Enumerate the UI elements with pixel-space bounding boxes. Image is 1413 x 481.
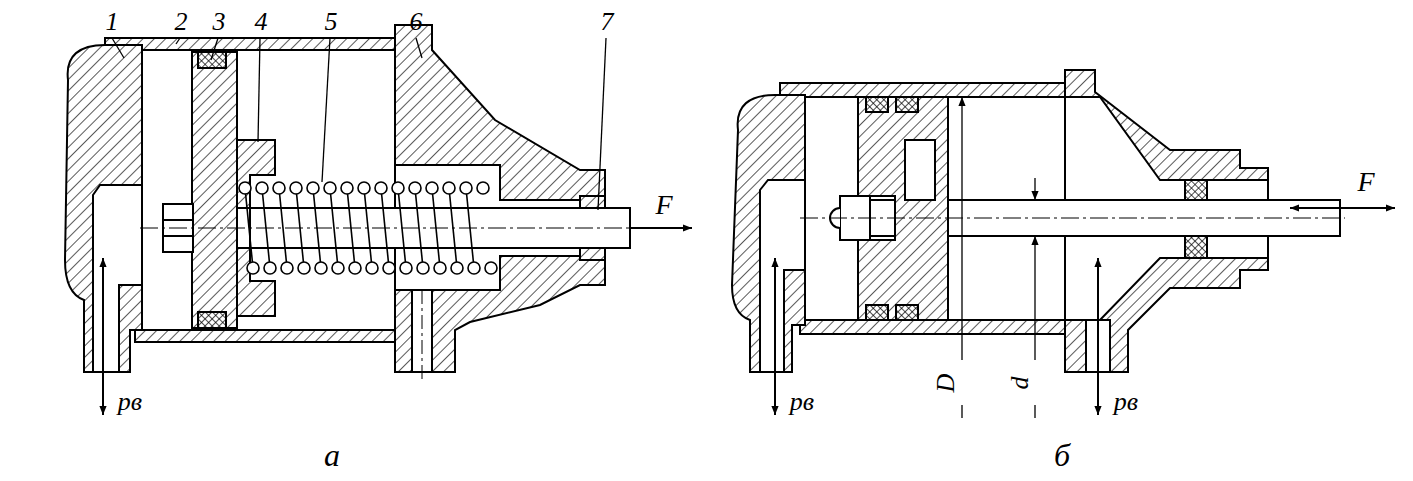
axis-line <box>800 218 1345 219</box>
spring-coil <box>400 262 412 274</box>
spring-coil <box>324 182 336 194</box>
barrel-wall <box>105 38 405 50</box>
seal <box>896 305 918 320</box>
spring-coil <box>383 262 395 274</box>
callout-number: 3 <box>211 9 228 35</box>
spring-coil <box>315 262 327 274</box>
piston <box>192 52 237 328</box>
seal <box>866 305 888 320</box>
spring-coil <box>332 262 344 274</box>
spring-coil <box>426 182 438 194</box>
pressure-label: pв <box>788 389 816 415</box>
spring-coil <box>358 182 370 194</box>
leader-lines <box>112 38 606 210</box>
callout-number: 4 <box>253 9 270 35</box>
force-arrow <box>630 227 692 229</box>
spring-coil <box>477 182 489 194</box>
dimension-line <box>1034 405 1035 418</box>
seal <box>1185 180 1207 200</box>
air-port <box>93 185 142 372</box>
spring-coil <box>307 182 319 194</box>
dimension-label: d <box>1007 375 1033 392</box>
dimension-line <box>1034 236 1035 360</box>
figure-label: б <box>1052 439 1072 471</box>
callout-number: 2 <box>173 9 190 35</box>
nut-edge <box>163 235 193 237</box>
callout-number: 6 <box>408 9 425 35</box>
spring-coil <box>460 182 472 194</box>
dimension-label: D <box>933 372 959 395</box>
end-cap <box>395 25 605 372</box>
seal <box>896 97 918 112</box>
end-cap <box>732 95 805 372</box>
spring-coil <box>451 262 463 274</box>
barrel-wall <box>780 83 1080 97</box>
spring-coil <box>485 262 497 274</box>
pressure-arrow <box>102 258 104 415</box>
cylinder-a <box>65 25 630 372</box>
dimension-line <box>961 97 962 360</box>
force-label: F <box>653 191 674 219</box>
seal <box>198 52 226 68</box>
piston <box>858 97 948 320</box>
spring-coil <box>247 262 259 274</box>
axis-line <box>140 228 645 229</box>
callout-number: 1 <box>104 9 121 35</box>
spring-coil <box>264 262 276 274</box>
spring-coil <box>273 182 285 194</box>
piston-cup <box>905 140 935 200</box>
spring-coil <box>366 262 378 274</box>
spring-coil <box>298 262 310 274</box>
barrel-wall <box>135 330 400 342</box>
spring-coil <box>281 262 293 274</box>
pressure-arrow <box>774 258 776 415</box>
spring-coil <box>434 262 446 274</box>
nut-edge <box>163 219 193 221</box>
spring-coil <box>468 262 480 274</box>
spring-coil <box>375 182 387 194</box>
cylinder-b <box>732 70 1340 372</box>
force-label: F <box>1355 168 1376 196</box>
pressure-arrow <box>1097 258 1099 415</box>
spring-coil <box>443 182 455 194</box>
pressure-label: pв <box>1112 389 1140 415</box>
seal <box>1185 236 1207 258</box>
spring-coil <box>417 262 429 274</box>
pressure-label: pв <box>116 389 144 415</box>
dimension-line <box>1034 178 1035 200</box>
spring-coil <box>290 182 302 194</box>
dimension-line <box>961 405 962 418</box>
spring-coil <box>349 262 361 274</box>
spring-coil <box>256 182 268 194</box>
seal <box>198 312 226 328</box>
barrel-wall <box>800 320 1070 334</box>
axis-line <box>422 290 423 380</box>
spring-coil <box>239 182 251 194</box>
figure-label: а <box>322 439 342 471</box>
spring-coil <box>409 182 421 194</box>
force-arrow <box>1290 207 1395 209</box>
spring-coil <box>341 182 353 194</box>
seal <box>866 97 888 112</box>
air-port <box>760 180 805 372</box>
spring-coil <box>392 182 404 194</box>
callout-number: 5 <box>323 9 340 35</box>
callout-number: 7 <box>599 9 616 35</box>
